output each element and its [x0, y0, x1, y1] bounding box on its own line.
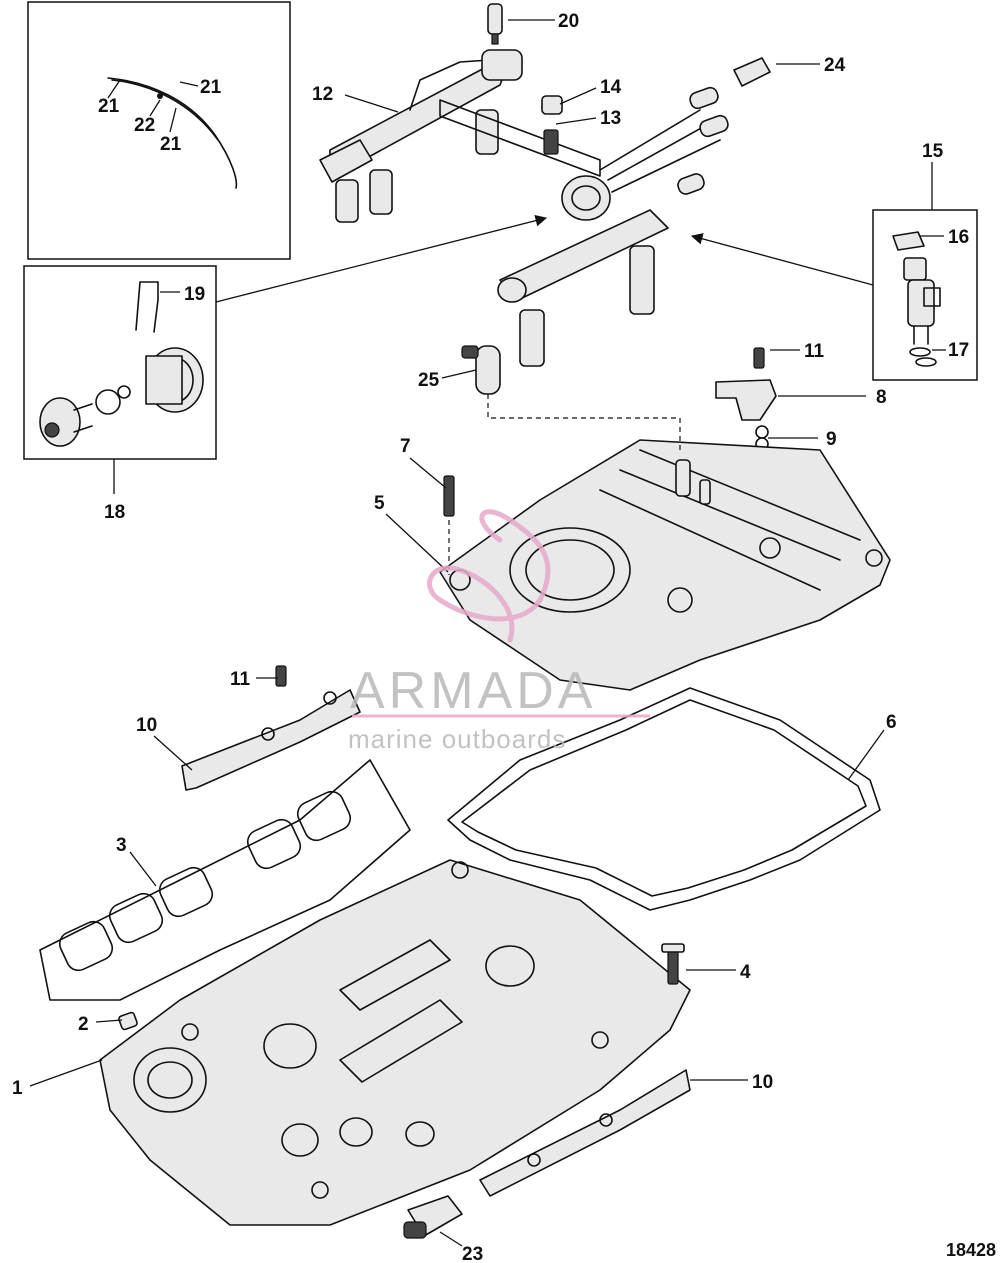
- callout-16: 16: [948, 227, 969, 248]
- callout-8: 8: [876, 387, 887, 408]
- inset-box-wiring: [27, 1, 291, 260]
- callout-labels: 20 24 12 14 13 15 16 17 21 21 21 22 19 1…: [12, 11, 969, 1263]
- upper-intake-plenum: [439, 439, 891, 691]
- leader-lines: [29, 19, 946, 1247]
- lower-fittings: [118, 943, 685, 1239]
- callout-19: 19: [184, 284, 205, 305]
- callout-23: 23: [462, 1244, 483, 1263]
- callout-2: 2: [78, 1014, 89, 1035]
- callout-21c: 21: [160, 134, 182, 155]
- callout-5: 5: [374, 493, 385, 514]
- bracket-lower: [479, 1069, 691, 1197]
- inset-box-injector: [872, 209, 978, 381]
- callout-17: 17: [948, 340, 969, 361]
- loose-small-parts: [443, 3, 777, 517]
- callout-4: 4: [740, 962, 751, 983]
- lower-intake-manifold: [99, 859, 691, 1226]
- watermark-tagline: marine outboards: [348, 724, 566, 754]
- fuel-rail-assembly: [319, 49, 729, 367]
- callout-10-top: 10: [136, 715, 157, 736]
- callout-24: 24: [824, 55, 846, 76]
- callout-21b: 21: [200, 77, 222, 98]
- figure-number: 18428: [946, 1240, 996, 1260]
- callout-18: 18: [104, 502, 125, 523]
- callout-22: 22: [134, 115, 155, 136]
- watermark: ARMADA marine outboards: [348, 509, 650, 754]
- callout-7: 7: [400, 436, 411, 457]
- watermark-swirl-icon: [427, 509, 551, 643]
- callout-10-bottom: 10: [752, 1072, 773, 1093]
- callout-13: 13: [600, 108, 621, 129]
- inset-box-pressure-regulator: [23, 265, 217, 460]
- plenum-gasket: [447, 687, 881, 911]
- bracket-upper: [181, 665, 361, 791]
- callout-15: 15: [922, 141, 944, 162]
- callout-1: 1: [12, 1078, 23, 1099]
- callout-6: 6: [886, 712, 897, 733]
- watermark-brand: ARMADA: [350, 662, 596, 720]
- callout-14: 14: [600, 77, 622, 98]
- callout-12: 12: [312, 84, 333, 105]
- callout-25: 25: [418, 370, 440, 391]
- callout-3: 3: [116, 835, 127, 856]
- callout-21a: 21: [98, 96, 120, 117]
- callout-11-mid: 11: [230, 669, 251, 690]
- intake-gasket: [39, 759, 411, 1001]
- callout-11-top: 11: [804, 341, 825, 362]
- callout-9: 9: [826, 429, 837, 450]
- callout-20: 20: [558, 11, 579, 32]
